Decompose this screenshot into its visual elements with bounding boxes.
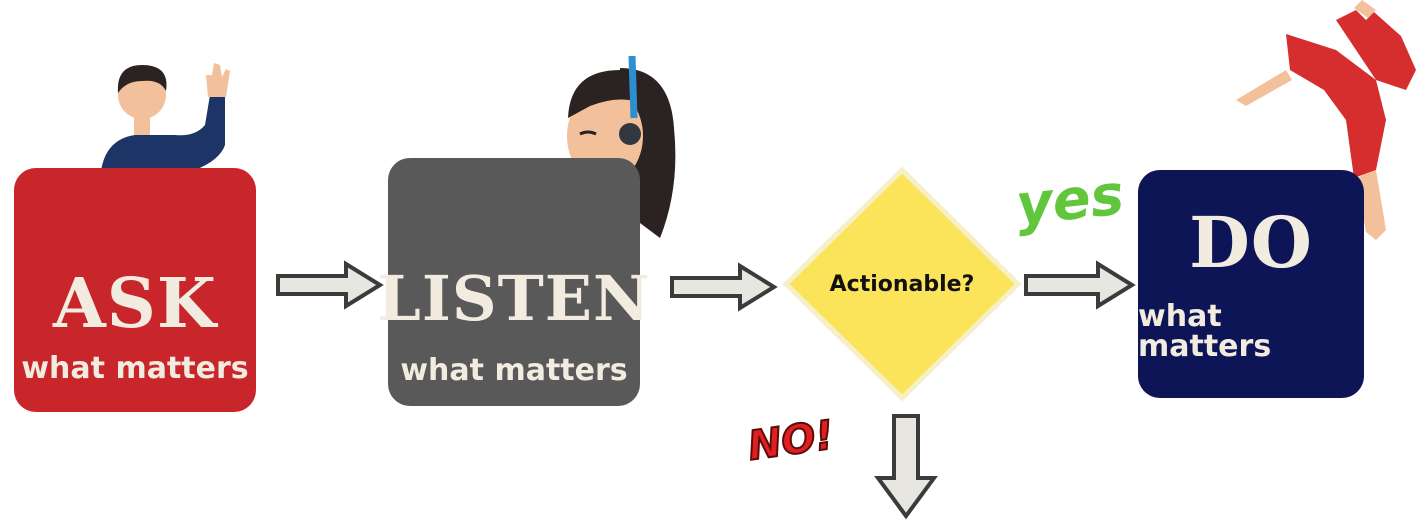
- listen-step-title: LISTEN: [377, 268, 650, 330]
- do-step-subtitle: what matters: [1138, 302, 1364, 362]
- ask-step-title: ASK: [53, 270, 217, 338]
- arrow-decision-down: [874, 412, 938, 520]
- ask-step-subtitle: what matters: [21, 354, 248, 384]
- do-step-box: DO what matters: [1138, 170, 1364, 398]
- decision-label: Actionable?: [782, 166, 1022, 402]
- ask-step-box: ASK what matters: [14, 168, 256, 412]
- arrow-listen-to-decision: [668, 262, 778, 312]
- listen-step-box: LISTEN what matters: [388, 158, 640, 406]
- listen-step-subtitle: what matters: [400, 356, 627, 386]
- decision-diamond: Actionable?: [782, 166, 1022, 402]
- waving-man-icon: [80, 55, 230, 185]
- arrow-ask-to-listen: [274, 260, 384, 310]
- no-branch-label: NO!: [745, 412, 836, 469]
- do-step-title: DO: [1189, 208, 1313, 278]
- yes-branch-label: yes: [1013, 163, 1127, 239]
- arrow-decision-to-do: [1022, 260, 1136, 310]
